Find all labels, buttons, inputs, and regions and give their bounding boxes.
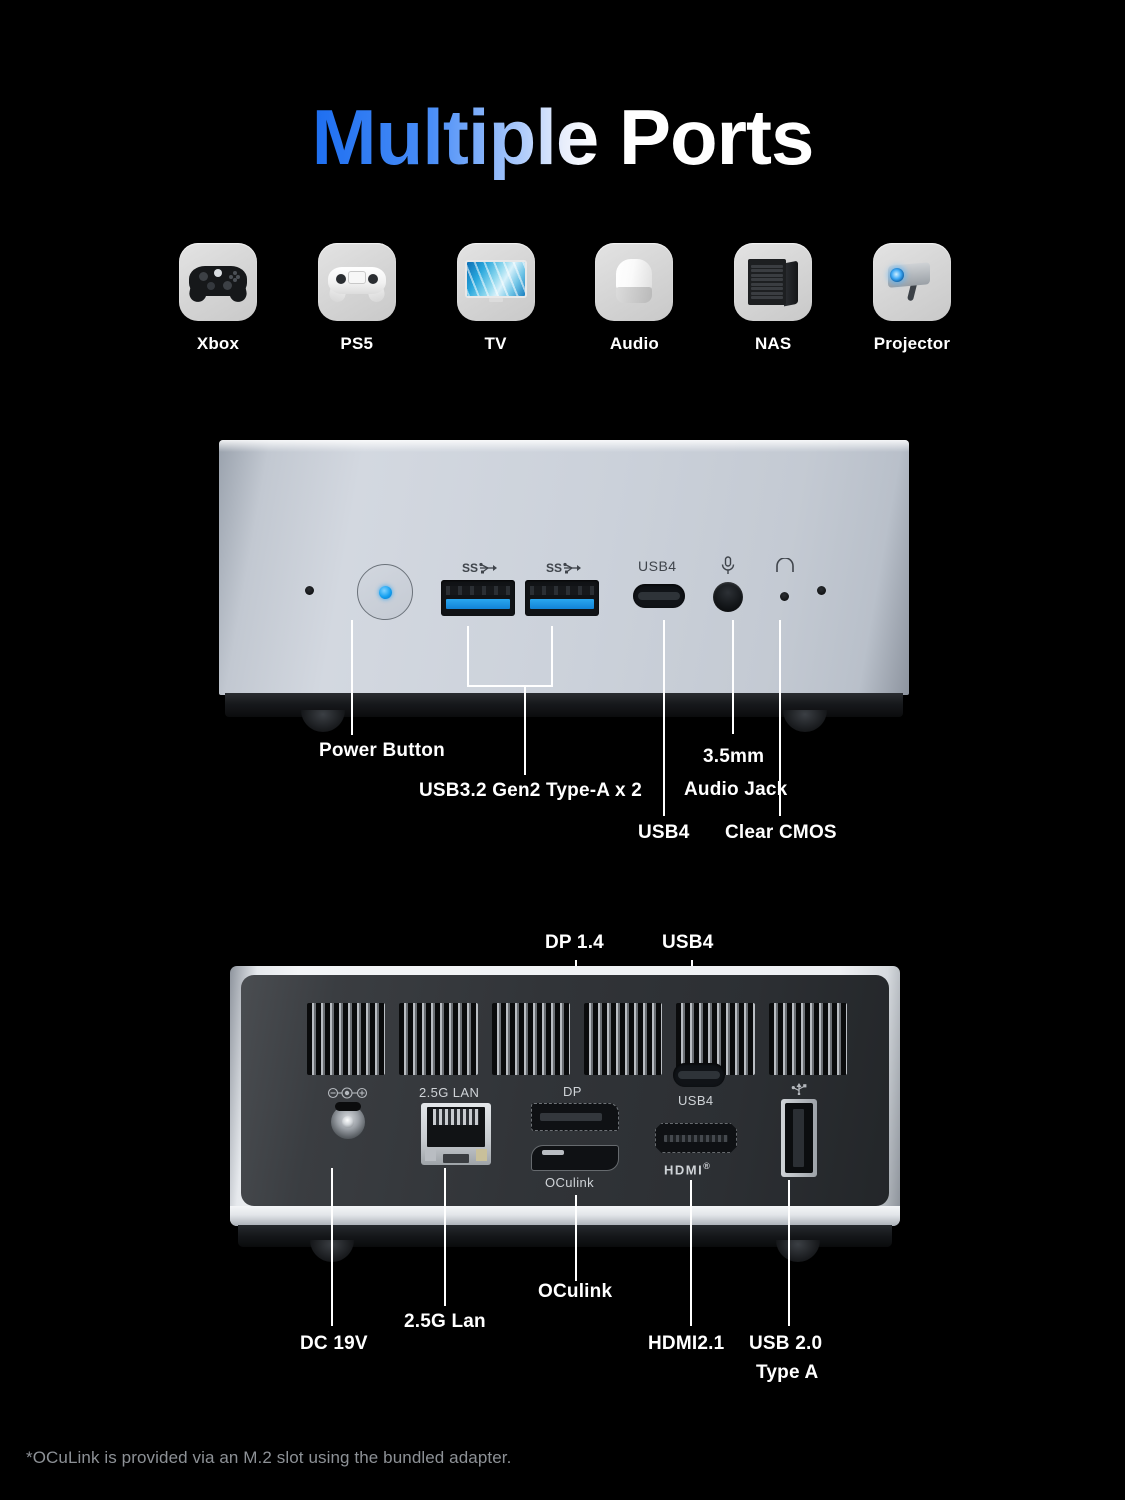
nas-server-icon (734, 243, 813, 321)
rear-base-shadow (238, 1225, 892, 1247)
device-item-ps5: PS5 (309, 243, 405, 354)
caption-hdmi21: HDMI2.1 (648, 1333, 725, 1354)
caption-rear-usb4: USB4 (662, 932, 714, 953)
hdmi-2-1-port[interactable] (655, 1123, 737, 1153)
dp-port-label: DP (563, 1084, 582, 1099)
oculink-port-label: OCulink (545, 1175, 595, 1190)
device-label: NAS (754, 334, 792, 353)
dc-polarity-icon (327, 1087, 368, 1099)
usb3-type-a-port-right[interactable] (525, 580, 599, 616)
projector-icon (872, 243, 951, 321)
front-pinhole-left (305, 586, 314, 595)
caption-power-button: Power Button (319, 740, 445, 761)
smart-speaker-icon (595, 243, 674, 321)
xbox-controller-icon (179, 243, 257, 321)
device-item-projector: Projector (864, 243, 960, 354)
callout-bracket-usb-a (467, 685, 553, 687)
callout-line-oculink (575, 1195, 577, 1281)
usb3-type-a-port-left[interactable] (441, 580, 515, 616)
device-label: Audio (609, 334, 659, 353)
rear-io-panel: 2.5G LAN DP OCulink USB4 HDMI® (241, 975, 889, 1206)
page-title-part-1: Multiple (311, 93, 600, 181)
device-label: PS5 (340, 334, 374, 353)
power-led-indicator (378, 585, 392, 599)
usb4-type-c-port-front[interactable] (633, 584, 685, 608)
rear-rubber-foot-right (776, 1240, 820, 1262)
caption-audio-jack-line2: Audio Jack (684, 779, 788, 800)
callout-line-clear-cmos (779, 620, 781, 816)
caption-lan: 2.5G Lan (404, 1311, 486, 1332)
hdmi-wordmark: HDMI (664, 1162, 704, 1178)
hdmi-port-label: HDMI® (664, 1161, 710, 1177)
callout-line-hdmi (690, 1180, 692, 1326)
usb2-type-a-port[interactable] (781, 1099, 817, 1177)
device-item-xbox: Xbox (170, 243, 266, 354)
usb4-type-c-port-rear[interactable] (673, 1063, 725, 1087)
ps5-controller-icon (317, 243, 396, 321)
device-item-tv: TV (448, 243, 544, 354)
rear-bottom-lip (230, 1206, 900, 1226)
caption-usb2-line1: USB 2.0 (749, 1333, 823, 1354)
hdmi-registered-mark: ® (703, 1161, 710, 1171)
audio-jack-3-5mm[interactable] (713, 582, 743, 612)
usb-trident-icon (791, 1083, 807, 1095)
dc-power-jack[interactable] (331, 1102, 365, 1139)
device-item-audio: Audio (586, 243, 682, 354)
microphone-icon (721, 556, 735, 574)
caption-dp14: DP 1.4 (545, 932, 604, 953)
caption-usb3-ports: USB3.2 Gen2 Type-A x 2 (419, 780, 642, 801)
svg-text:SS: SS (546, 561, 562, 575)
caption-dc19v: DC 19V (300, 1333, 368, 1354)
footnote-text: *OCuLink is provided via an M.2 slot usi… (26, 1448, 512, 1467)
callout-line-audio-jack (732, 620, 734, 734)
device-label: Xbox (196, 334, 240, 353)
device-label: Projector (873, 334, 951, 353)
callout-line-dc19v (331, 1168, 333, 1326)
rj45-lan-port[interactable] (421, 1103, 491, 1165)
callout-line-usb2 (788, 1180, 790, 1326)
device-item-nas: NAS (725, 243, 821, 354)
superspeed-usb-icon-right: SS (546, 561, 581, 575)
front-pinhole-right (817, 586, 826, 595)
front-usb4-port-label: USB4 (638, 558, 677, 574)
page-title: Multiple Ports (0, 98, 1125, 176)
caption-audio-jack-line1: 3.5mm (703, 746, 765, 767)
superspeed-usb-icon-left: SS (462, 561, 497, 575)
displayport-1-4-port[interactable] (531, 1103, 619, 1131)
mini-pc-front-view: SS SS USB4 (219, 440, 909, 732)
caption-clear-cmos: Clear CMOS (725, 822, 837, 843)
oculink-port[interactable] (531, 1145, 619, 1171)
clear-cmos-pinhole[interactable] (780, 592, 789, 601)
lan-port-label: 2.5G LAN (419, 1085, 480, 1100)
power-button[interactable] (357, 564, 413, 620)
caption-oculink: OCulink (538, 1281, 613, 1302)
callout-line-power-button (351, 620, 353, 735)
caption-usb4: USB4 (638, 822, 690, 843)
tv-icon (456, 243, 535, 321)
svg-text:SS: SS (462, 561, 478, 575)
device-label: TV (484, 334, 507, 353)
rubber-foot-right (783, 710, 827, 732)
callout-line-usb-a-group (524, 687, 526, 775)
callout-line-lan (444, 1168, 446, 1306)
page-title-part-2: Ports (598, 93, 814, 181)
caption-usb2-line2: Type A (756, 1362, 819, 1383)
callout-line-usb-a-right (551, 626, 553, 686)
callout-line-usb4 (663, 620, 665, 816)
headphone-icon (776, 558, 794, 572)
ventilation-grille (307, 1003, 847, 1075)
rear-usb4-port-label: USB4 (678, 1093, 714, 1108)
rubber-foot-left (301, 710, 345, 732)
callout-line-usb-a-left (467, 626, 469, 686)
compatible-devices-row: Xbox PS5 TV Audio (170, 243, 960, 354)
